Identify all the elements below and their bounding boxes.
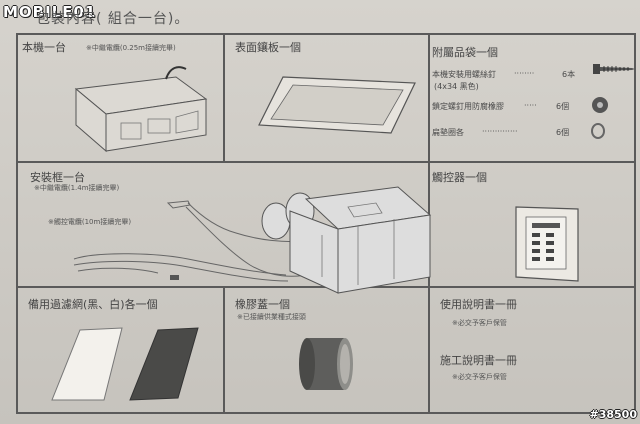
cell-manuals: 使用說明書一冊 ※必交予客戶保管 施工說明書一冊 ※必交予客戶保管 xyxy=(430,288,636,414)
screw-item-qty: 6本 xyxy=(562,70,576,79)
accessory-title: 附屬品袋一個 xyxy=(432,46,498,59)
filter-title: 備用過濾網(黑、白)各一個 xyxy=(28,298,158,311)
cell-accessory-bag: 附屬品袋一個 本機安裝用螺絲釘 ········ 6本 (4x34 黑色) 鎖定… xyxy=(430,35,636,163)
frame-title: 安裝框一台 xyxy=(30,171,85,184)
screw-item-sub: (4x34 黑色) xyxy=(434,82,479,91)
remote-title: 觸控器一個 xyxy=(432,171,487,184)
screw-item-label: 本機安裝用螺絲釘 xyxy=(432,70,496,79)
washer-item-label: 扁墊圈各 xyxy=(432,128,464,137)
filter-sheets-illustration xyxy=(51,327,199,401)
user-manual-note: ※必交予客戶保管 xyxy=(452,319,507,327)
frame-note-relay: ※中繼電纜(1.4m接續完畢) xyxy=(34,184,120,192)
rubber-title: 橡膠蓋一個 xyxy=(235,298,290,311)
washer-item-qty: 6個 xyxy=(556,128,570,137)
cell-remote: 觸控器一個 xyxy=(430,163,636,288)
wall-controller-illustration xyxy=(515,206,579,282)
rubber-item-label: 鎖定螺釘用防腐橡膠 xyxy=(432,102,504,111)
cell-frame: 安裝框一台 ※中繼電纜(1.4m接續完畢) ※觸控電纜(10m接續完畢) xyxy=(18,163,432,294)
rubber-item-qty: 6個 xyxy=(556,102,570,111)
rubber-grommet-icon xyxy=(592,97,608,113)
frame-note-control: ※觸控電纜(10m接續完畢) xyxy=(48,218,132,226)
washer-icon xyxy=(591,123,605,139)
cell-main-unit: 本機一台 ※中繼電纜(0.25m接續完畢) xyxy=(18,35,225,163)
panel-title: 表面鑲板一個 xyxy=(235,41,301,54)
main-unit-title: 本機一台 xyxy=(22,41,66,54)
contents-table: 本機一台 ※中繼電纜(0.25m接續完畢) 表面鑲板一個 xyxy=(16,33,636,414)
watermark-logo: MOBILE01 xyxy=(3,3,97,21)
main-unit-note: ※中繼電纜(0.25m接續完畢) xyxy=(86,44,176,52)
screw-icon xyxy=(593,64,635,74)
rubber-cap-illustration xyxy=(299,338,353,390)
fan-unit-illustration xyxy=(74,66,208,153)
face-panel-illustration xyxy=(258,76,416,134)
install-manual-title: 施工說明書一冊 xyxy=(440,354,517,367)
install-manual-note: ※必交予客戶保管 xyxy=(452,373,507,381)
cell-rubber-cap: 橡膠蓋一個 ※已接續供業種式接頭 xyxy=(225,288,430,414)
user-manual-title: 使用說明書一冊 xyxy=(440,298,517,311)
rubber-note: ※已接續供業種式接頭 xyxy=(237,313,306,321)
section-title: 包裝內容( 組合一台)。 xyxy=(36,11,190,27)
cell-filter: 備用過濾網(黑、白)各一個 xyxy=(18,288,225,414)
mounting-frame-illustration xyxy=(73,186,432,294)
image-id-badge: #38500 xyxy=(589,408,638,421)
cell-panel: 表面鑲板一個 xyxy=(225,35,430,163)
